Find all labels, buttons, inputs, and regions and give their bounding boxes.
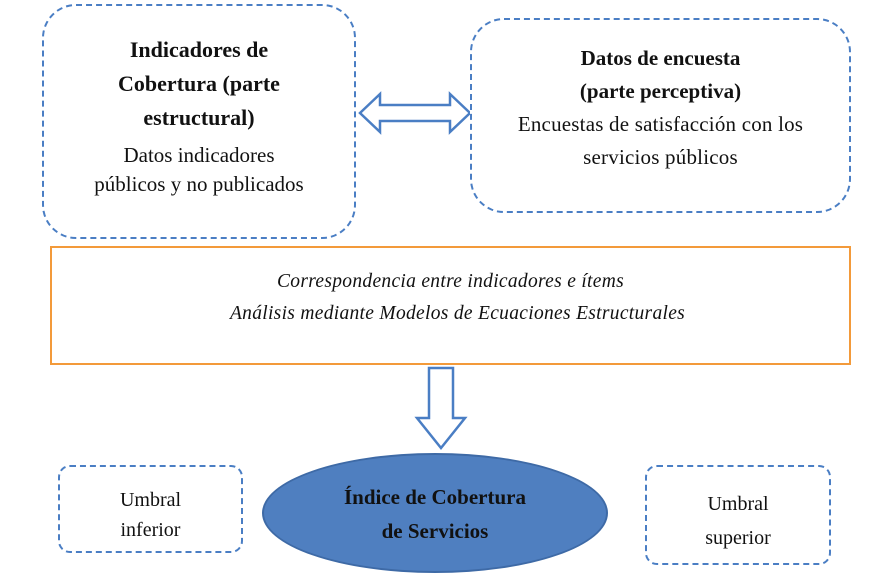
body-line: Datos indicadores — [123, 143, 275, 167]
lower-threshold-box: Umbral inferior — [58, 465, 243, 553]
title-line: Datos de encuesta — [580, 46, 741, 70]
upper-threshold-line: Umbral — [707, 493, 769, 515]
upper-threshold-line: superior — [705, 527, 771, 549]
survey-data-box: Datos de encuesta (parte perceptiva) Enc… — [470, 18, 851, 213]
service-coverage-index-ellipse: Índice de Cobertura de Servicios — [262, 453, 608, 573]
correspondence-line: Correspondencia entre indicadores e ítem… — [277, 271, 624, 292]
structural-indicators-title: Indicadores de Cobertura (parte estructu… — [44, 33, 354, 135]
title-line: Cobertura (parte — [118, 71, 280, 96]
body-line: servicios públicos — [583, 145, 738, 169]
structural-indicators-box: Indicadores de Cobertura (parte estructu… — [42, 4, 356, 239]
survey-data-description: Encuestas de satisfacción con los servic… — [472, 108, 849, 174]
correspondence-analysis-box: Correspondencia entre indicadores e ítem… — [50, 246, 851, 365]
title-line: estructural) — [143, 105, 255, 130]
upper-threshold-box: Umbral superior — [645, 465, 831, 565]
left-right-arrow-icon — [358, 91, 472, 135]
down-arrow-icon — [414, 366, 468, 451]
lower-threshold-line: Umbral — [119, 489, 182, 511]
sem-analysis-line: Análisis mediante Modelos de Ecuaciones … — [229, 303, 686, 324]
title-line: (parte perceptiva) — [579, 79, 742, 103]
structural-indicators-description: Datos indicadores públicos y no publicad… — [44, 141, 354, 199]
lower-threshold-line: inferior — [120, 519, 181, 541]
index-line: de Servicios — [381, 519, 489, 543]
body-line: públicos y no publicados — [94, 172, 304, 196]
survey-data-title: Datos de encuesta (parte perceptiva) — [472, 42, 849, 108]
index-line: Índice de Cobertura — [344, 485, 526, 509]
title-line: Indicadores de — [129, 37, 269, 62]
body-line: Encuestas de satisfacción con los — [517, 112, 804, 136]
